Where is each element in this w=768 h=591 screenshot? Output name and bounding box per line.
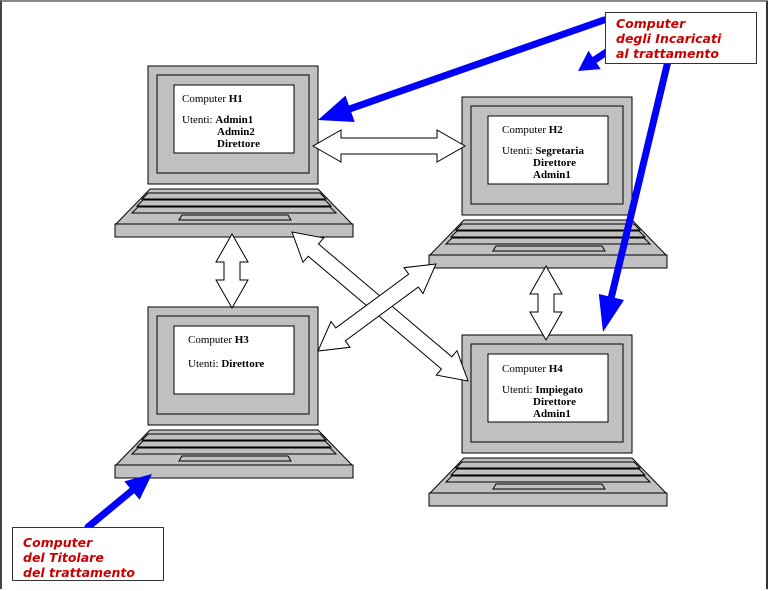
pointer-arrow-to-h4-head	[598, 294, 624, 332]
computer-h4-title: Computer H4	[502, 363, 563, 375]
computer-h1-user: Direttore	[217, 138, 260, 150]
callout-line: degli Incaricati	[616, 31, 722, 46]
callout-line: Computer	[23, 535, 93, 550]
pointer-arrow-to-h2-head	[578, 50, 601, 71]
callout-line: del Titolare	[23, 550, 104, 565]
computer-h2-title: Computer H2	[502, 124, 563, 136]
callout-line: Computer	[616, 16, 686, 31]
callout-line: del trattamento	[23, 565, 135, 580]
pointer-arrow-to-h3	[84, 474, 152, 531]
laptop-icon	[428, 96, 668, 269]
computer-h1-users: Utenti: Admin1	[182, 114, 253, 126]
connection-arrow-h1-h2	[311, 129, 467, 163]
computer-h4-user: Admin1	[533, 408, 571, 420]
computer-h4: Computer H4 Utenti: Impiegato Direttore …	[428, 334, 668, 507]
computer-h2-user: Direttore	[533, 157, 576, 169]
pointer-arrow-to-h3-head	[124, 474, 152, 500]
connection-arrow-h2-h4	[529, 264, 563, 342]
computer-h1-user: Admin2	[217, 126, 255, 138]
pointer-arrow-to-h3-shaft	[84, 487, 136, 531]
laptop-icon	[114, 306, 354, 479]
connection-arrow-h1-h3	[215, 232, 249, 310]
laptop-icon	[114, 65, 354, 238]
computer-h2: Computer H2 Utenti: Segretaria Direttore…	[428, 96, 668, 269]
computer-h4-user: Direttore	[533, 396, 576, 408]
computer-h3: Computer H3 Utenti: Direttore	[114, 306, 354, 479]
computer-h2-user: Admin1	[533, 169, 571, 181]
callout-line: al trattamento	[616, 46, 719, 61]
pointer-arrow-to-h4	[598, 57, 672, 332]
computer-h1: Computer H1 Utenti: Admin1 Admin2 Dirett…	[114, 65, 354, 238]
computer-h4-users: Utenti: Impiegato	[502, 384, 583, 396]
computer-h1-title: Computer H1	[182, 93, 243, 105]
callout-incaricati: Computer degli Incaricati al trattamento	[605, 12, 757, 64]
pointer-arrow-to-h1-head	[318, 95, 355, 122]
callout-titolare: Computer del Titolare del trattamento	[12, 527, 164, 581]
pointer-arrow-to-h1-shaft	[346, 16, 608, 113]
connection-arrow-h2-h3	[317, 263, 437, 352]
computer-h3-title: Computer H3	[188, 334, 249, 346]
computer-h3-users: Utenti: Direttore	[188, 358, 264, 370]
pointer-arrow-to-h4-shaft	[607, 57, 672, 301]
computer-h2-users: Utenti: Segretaria	[502, 145, 584, 157]
pointer-arrow-to-h1	[318, 16, 608, 122]
laptop-icon	[428, 334, 668, 507]
